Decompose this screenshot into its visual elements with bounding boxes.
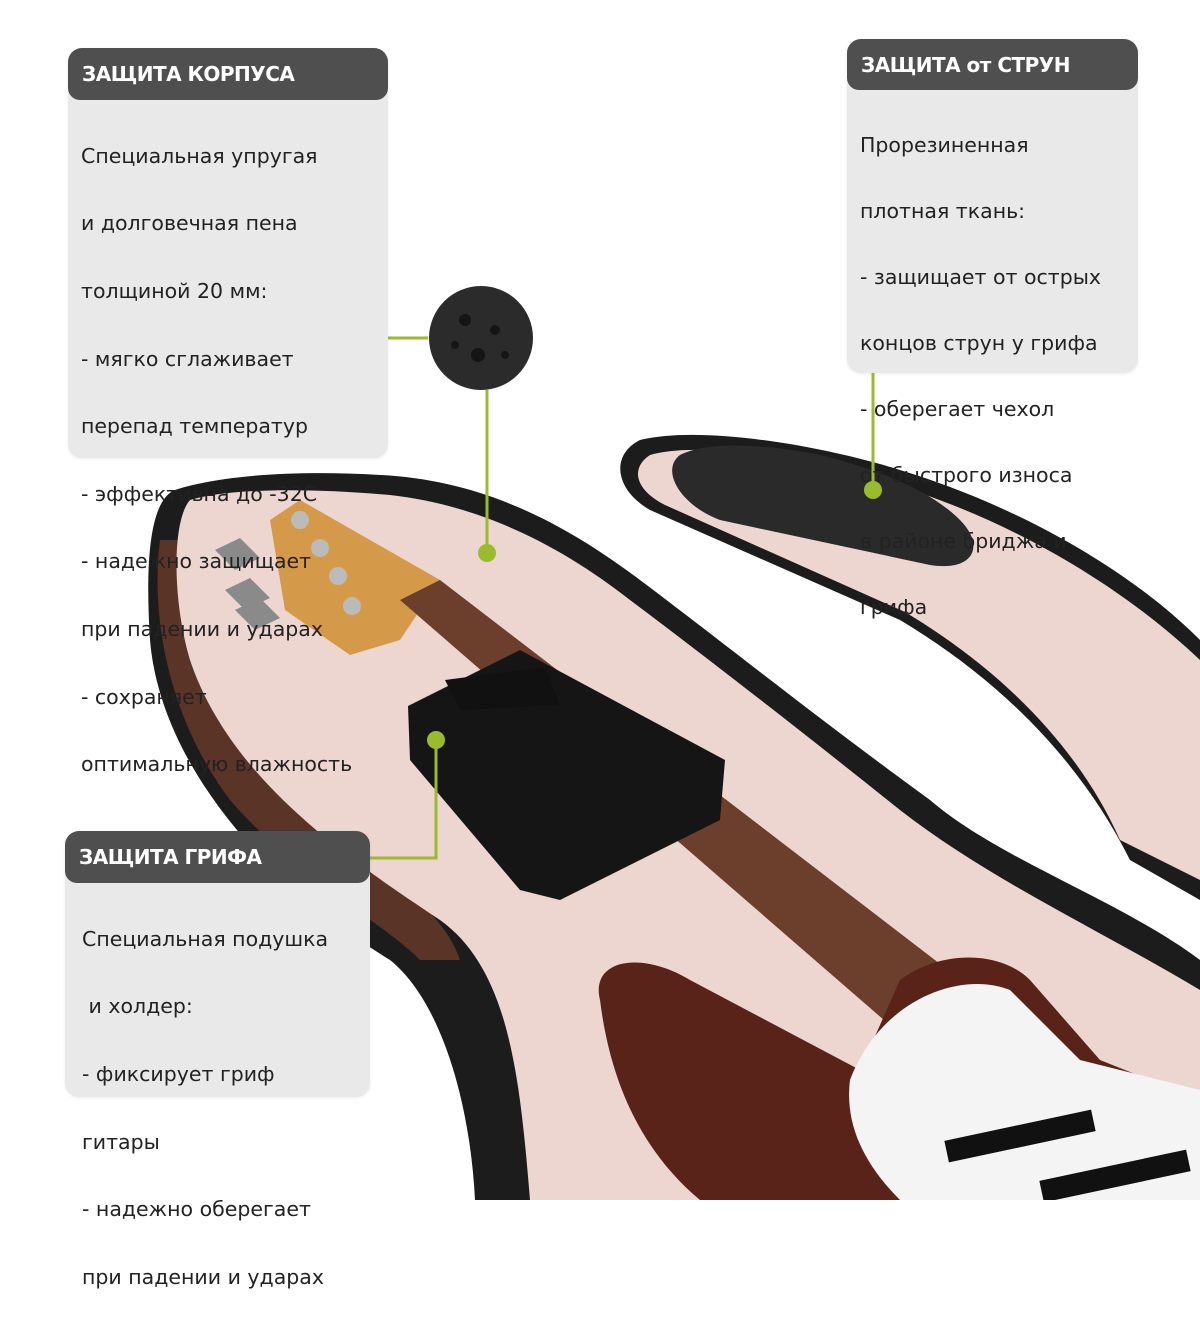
- text-line: грифа: [860, 595, 928, 619]
- text-line: концов струн у грифа: [860, 331, 1098, 355]
- text-line: Специальная упругая: [81, 143, 318, 168]
- guitar: [215, 500, 1200, 1200]
- callout-dots: [427, 481, 882, 749]
- callout-neck-protection: ЗАЩИТА ГРИФА Специальная подушка и холде…: [65, 831, 370, 1289]
- callout-body-protection: ЗАЩИТА КОРПУСА Специальная упругая и дол…: [68, 48, 388, 776]
- callout-text: Специальная упругая и долговечная пена т…: [68, 100, 388, 826]
- callout-text: Специальная подушка и холдер: - фиксируе…: [65, 883, 370, 1338]
- text-line: от быстрого износа: [860, 463, 1073, 487]
- text-line: оптимальную влажность: [81, 752, 353, 777]
- text-line: - надежно оберегает: [82, 1197, 311, 1222]
- case-flap: [620, 434, 1200, 900]
- text-line: - фиксирует гриф: [82, 1061, 275, 1086]
- text-line: гитары: [82, 1129, 160, 1154]
- text-line: и долговечная пена: [81, 211, 298, 236]
- callout-lines: [370, 336, 875, 860]
- callout-title: ЗАЩИТА КОРПУСА: [68, 48, 388, 100]
- text-line: при падении и ударах: [81, 616, 323, 641]
- foam-sample-icon: [429, 286, 533, 390]
- product-photo: [148, 286, 1200, 1200]
- text-line: в районе бриджа и: [860, 529, 1067, 553]
- text-line: при падении и ударах: [82, 1264, 324, 1289]
- text-line: - оберегает чехол: [860, 397, 1055, 421]
- rubberized-patch: [672, 445, 974, 567]
- text-line: - мягко сглаживает: [81, 346, 294, 371]
- text-line: - эффективна до -32С: [81, 481, 318, 506]
- text-line: - надежно защищает: [81, 549, 312, 574]
- text-line: Специальная подушка: [82, 926, 329, 951]
- text-line: толщиной 20 мм:: [81, 278, 268, 303]
- callout-title: ЗАЩИТА от СТРУН: [847, 39, 1138, 90]
- text-line: - сохраняет: [81, 684, 207, 709]
- text-line: перепад температур: [81, 414, 308, 439]
- text-line: Прорезиненная: [860, 133, 1029, 157]
- text-line: - защищает от острых: [860, 265, 1102, 289]
- text-line: и холдер:: [82, 994, 193, 1019]
- callout-string-protection: ЗАЩИТА от СТРУН Прорезиненная плотная тк…: [847, 39, 1138, 619]
- callout-text: Прорезиненная плотная ткань: - защищает …: [847, 90, 1138, 667]
- callout-title: ЗАЩИТА ГРИФА: [65, 831, 370, 883]
- text-line: плотная ткань:: [860, 199, 1026, 223]
- neck-pillow: [408, 650, 725, 900]
